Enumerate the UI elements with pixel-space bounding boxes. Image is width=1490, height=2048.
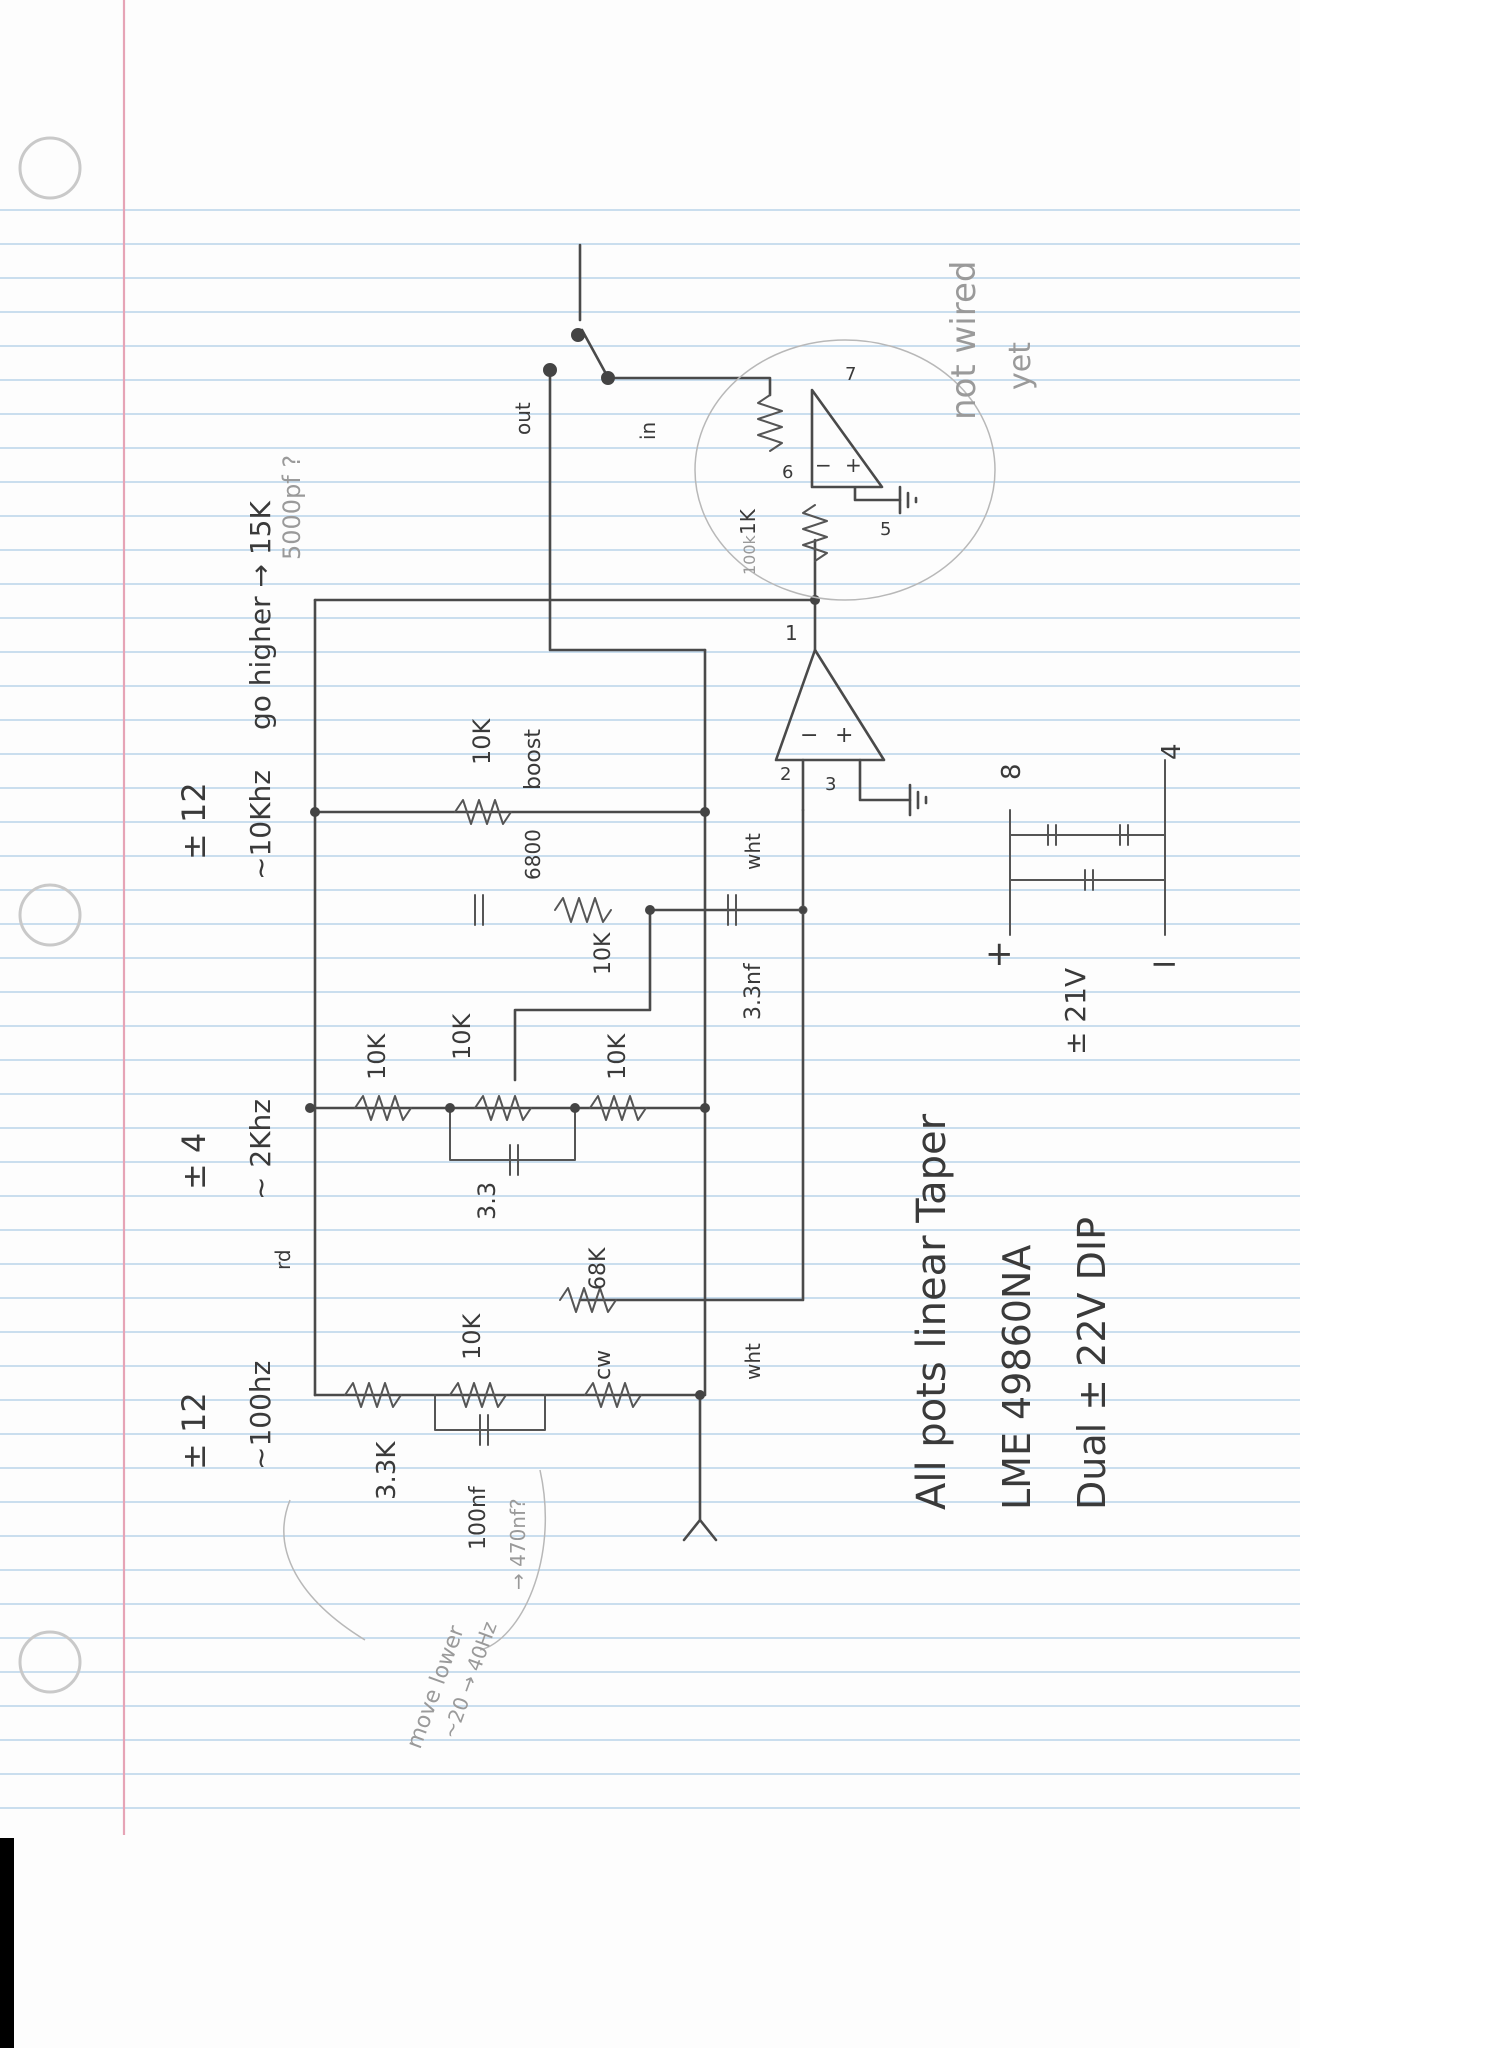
capacitor-6800-ground [474,894,484,926]
rail-out-4: 4 [1157,743,1187,760]
label-pot-low: 10K [458,1312,486,1360]
label-wht-low: wht [741,1343,765,1380]
mid-band-gain: ± 4 [175,1133,213,1190]
low-band-freq: ~100hz [244,1361,277,1470]
pot-high-zigzag [454,799,512,825]
resistor-buffer-bottom [802,504,828,562]
switch-blade [580,328,607,374]
buffer-minus-sign: − [815,453,832,477]
rail-voltage-note: ± 21V [1059,968,1092,1055]
label-pot-mid: 10K [448,1012,476,1060]
high-band-gain: ± 12 [175,782,213,860]
resistor-3k3 [344,1382,402,1408]
high-band-freq: ~10Khz [244,770,277,880]
capacitor-100nf [434,1394,546,1446]
all-pots-note: All pots linear Taper [909,1113,955,1510]
pin-6: 6 [782,462,793,483]
resistor-mid-a [354,1095,412,1121]
rail-out-8: 8 [997,763,1027,780]
label-100k: 100k [740,534,759,575]
main-opamp-plus [858,758,912,802]
label-switch-out: out [511,402,535,435]
cap-alt-arrow [479,1469,547,1651]
supply-note: Dual ± 22V DIP [1070,1217,1114,1510]
resistor-68k [559,1287,617,1313]
chip-note: LME 49860NA [995,1245,1039,1510]
pin-2: 2 [780,764,791,785]
label-cw: cw [591,1350,616,1380]
ruled-lines [0,209,1300,1809]
not-wired-circle [694,339,996,601]
resistor-mid-b [589,1095,647,1121]
label-6800: 6800 [521,829,545,880]
mid-band-freq: ~ 2Khz [244,1099,277,1200]
pot-low-zigzag [449,1382,507,1408]
cap-question-note: 5000pf ? [278,455,306,560]
label-68k: 68K [586,1247,611,1290]
switch-out-line [548,368,707,652]
pin-3: 3 [825,774,836,795]
label-1k: 1K [736,508,760,535]
label-mid-a: 10K [363,1032,391,1080]
buffer-opamp [810,388,884,489]
rail-minus: − [1150,944,1179,984]
ground-symbol-main [908,783,928,817]
main-opamp [774,648,886,762]
resistor-buffer-top [757,394,783,452]
circuit [283,243,1166,1651]
binder-hole-top [18,136,82,200]
label-rd: rd [271,1249,295,1270]
binder-hole-bottom [18,1630,82,1694]
paper-background [0,0,1320,2048]
label-3n3nf: 3.3nf [741,962,766,1020]
rail-cap-bank [1009,824,1166,891]
label-3k3: 3.3K [372,1441,402,1500]
capacitor-3n3nf [727,894,737,926]
ground-symbol-buffer [898,485,918,515]
go-higher-note: go higher → 15K [244,501,277,730]
capacitor-3n3 [449,1107,576,1176]
pin-5: 5 [880,519,891,540]
high-wiper-route [513,908,652,1082]
switch-in-line [606,376,772,397]
scanner-edge [1300,0,1490,2048]
pin-1: 1 [785,621,798,645]
resistor-6800-10k [554,897,612,923]
move-lower-arrow [283,1499,366,1641]
label-100nf: 100nf [466,1485,491,1550]
opamp-input-line [578,808,805,1302]
main-opamp-plus-sign: + [835,723,853,748]
cap-alt-note: → 470nf? [506,1498,530,1590]
label-switch-in: in [636,422,660,440]
label-mid-b: 10K [603,1032,631,1080]
not-wired-note: not wired [944,261,984,420]
label-high-10k: 10K [591,932,616,975]
label-wht-high: wht [741,833,765,870]
main-opamp-minus-sign: − [800,723,818,748]
rail-plus: + [985,934,1014,974]
buffer-plus [853,486,902,502]
binder-hole-middle [18,883,82,947]
yet-note: yet [1003,342,1038,390]
resistor-cw [584,1382,642,1408]
pot-mid-zigzag [474,1095,532,1121]
label-pot-high: 10K [468,717,496,765]
scanner-black-strip [0,1838,14,2048]
pin-7: 7 [845,364,856,385]
low-band-gain: ± 12 [175,1392,213,1470]
label-boost: boost [521,729,546,790]
buffer-plus-sign: + [845,453,862,477]
input-jack [682,1518,718,1542]
label-3n3: 3.3 [473,1182,501,1220]
labels: ± 12 ~10Khz go higher → 15K 5000pf ? ± 4… [175,261,1187,1753]
